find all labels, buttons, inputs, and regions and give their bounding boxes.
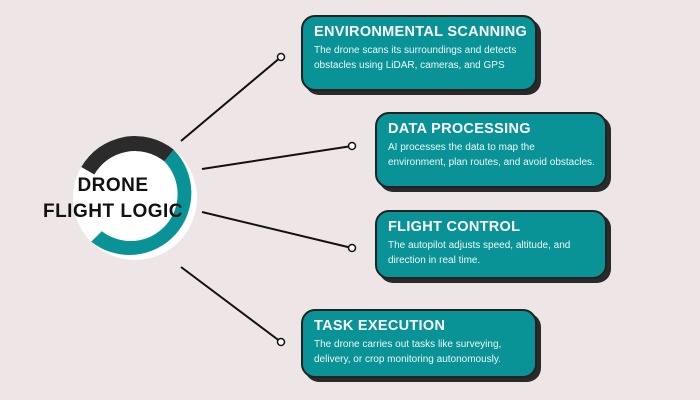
- connector-line-execution: [180, 266, 282, 343]
- step-description: The drone carries out tasks like surveyi…: [314, 339, 502, 365]
- step-description: The drone scans its surroundings and det…: [314, 45, 517, 71]
- step-card-flight-control: FLIGHT CONTROL The autopilot adjusts spe…: [375, 210, 607, 279]
- connector-line-control: [201, 211, 353, 249]
- step-description: AI processes the data to map the environ…: [388, 142, 595, 168]
- hub-title-line1: DRONE: [77, 175, 149, 196]
- connector-dot-processing: [347, 141, 357, 151]
- step-title: TASK EXECUTION: [314, 318, 446, 334]
- step-card-data-processing: DATA PROCESSING AI processes the data to…: [375, 112, 607, 188]
- connector-line-scanning: [180, 56, 282, 142]
- step-card-environmental-scanning: ENVIRONMENTAL SCANNING The drone scans i…: [301, 15, 537, 91]
- connector-dot-execution: [276, 337, 286, 347]
- connector-dot-control: [347, 243, 357, 253]
- step-description: The autopilot adjusts speed, altitude, a…: [388, 240, 571, 266]
- hub-ring-teal-arc: [91, 149, 192, 255]
- step-title: DATA PROCESSING: [388, 121, 531, 137]
- step-title: FLIGHT CONTROL: [388, 219, 521, 235]
- hub-title: DRONE FLIGHT LOGIC: [38, 173, 188, 225]
- step-title: ENVIRONMENTAL SCANNING: [314, 24, 528, 40]
- hub-ring-dark-arc: [81, 136, 174, 175]
- hub-title-line2: FLIGHT LOGIC: [42, 201, 184, 222]
- connector-line-processing: [201, 145, 353, 170]
- step-card-task-execution: TASK EXECUTION The drone carries out tas…: [301, 309, 537, 378]
- connector-dot-scanning: [276, 52, 286, 62]
